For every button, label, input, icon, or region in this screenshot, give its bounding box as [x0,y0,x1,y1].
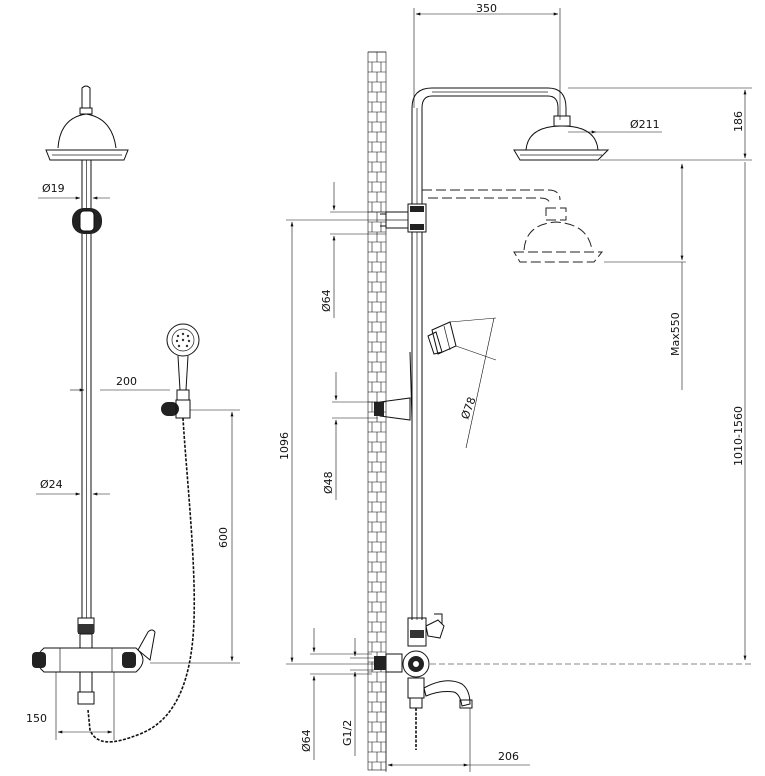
dim-hand-head-dia: Ø78 [459,395,479,421]
dim-holder-dia: Ø48 [322,471,335,494]
upper-wall-bracket [380,203,427,233]
dim-spout-reach: 206 [498,750,519,763]
dim-total-height: 1096 [278,432,291,460]
dim-thread: G1/2 [341,720,354,746]
front-wall-bracket [72,208,102,234]
front-shower-head [45,85,129,161]
front-dimensions: Ø19 200 Ø24 600 150 [26,182,240,740]
dim-height-range: 1010-1560 [732,406,745,466]
dim-head-dia: Ø211 [630,118,660,131]
hand-shower-holder [374,351,413,421]
dim-column-dia: Ø24 [40,478,63,491]
dim-head-height: 186 [732,111,745,132]
side-view: 350 186 Ø211 Max550 1010-1560 1096 [278,2,752,772]
side-shower-head [513,115,610,161]
side-mixer [374,613,473,750]
front-hose [87,417,196,743]
front-hand-shower [161,323,200,419]
dim-bracket-dia: Ø64 [320,289,333,312]
dim-pipe-dia: Ø19 [42,182,65,195]
brick-wall [367,51,387,771]
side-dimensions: 350 186 Ø211 Max550 1010-1560 1096 [278,2,752,772]
side-hand-shower [427,321,457,355]
side-column-pipe [411,87,567,620]
dim-max-adjust: Max550 [669,312,682,356]
lowered-head-dashed [422,189,604,263]
dim-top-width: 350 [476,2,497,15]
dim-hose-height: 600 [217,527,230,548]
dim-spout-length: 150 [26,712,47,725]
front-view: Ø19 200 Ø24 600 150 [26,85,240,743]
dim-inlet-dia: Ø64 [300,729,313,752]
dim-hand-shower-offset: 200 [116,375,137,388]
front-mixer-body [32,617,156,705]
